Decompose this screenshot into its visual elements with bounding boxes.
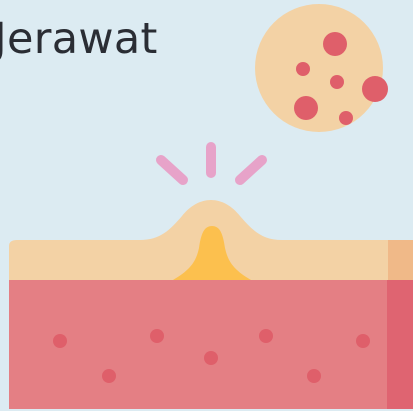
skin-layer: [9, 262, 413, 409]
magnified-skin-icon: [255, 4, 388, 132]
irritation-lines-icon: [161, 147, 262, 180]
